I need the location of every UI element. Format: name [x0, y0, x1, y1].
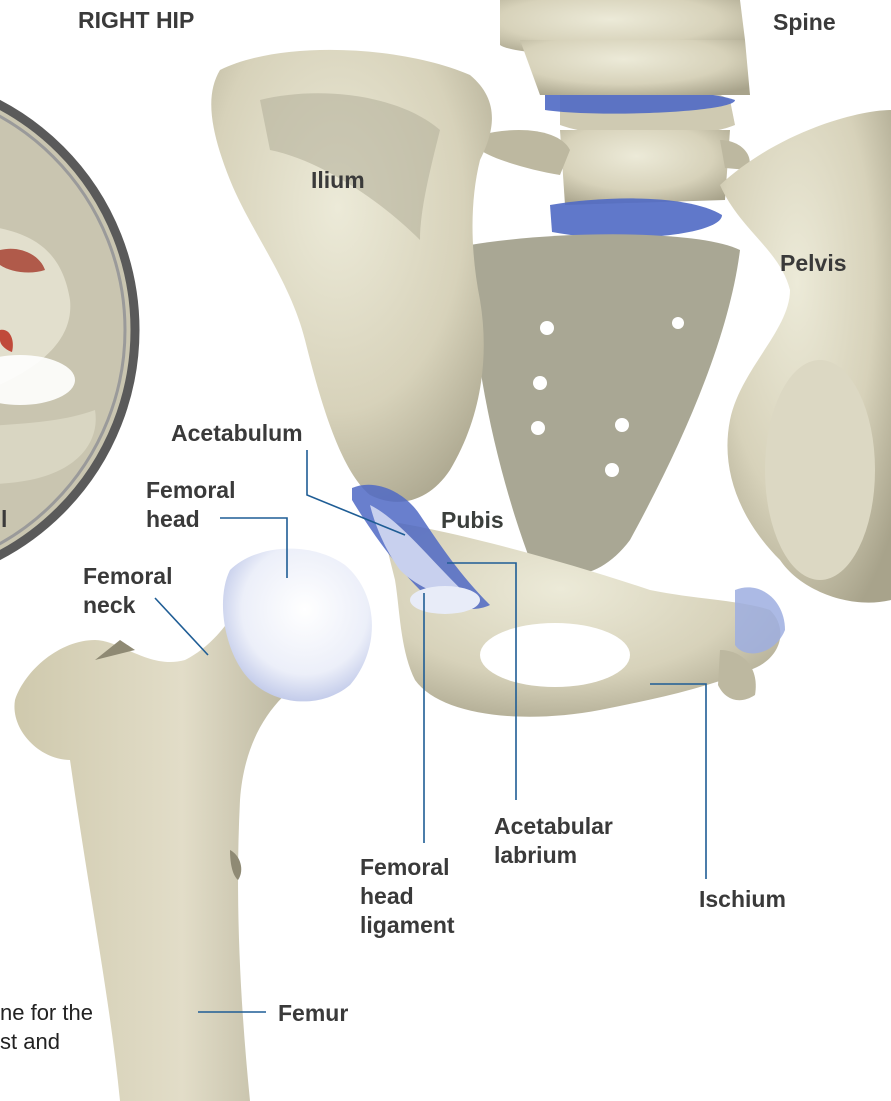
label-ischium: Ischium — [699, 885, 786, 914]
label-pelvis: Pelvis — [780, 249, 847, 278]
inset-circle — [0, 75, 135, 585]
label-ilium: Ilium — [311, 166, 365, 195]
leader-ischium — [650, 684, 706, 879]
label-acetabular-labrium: Acetabular labrium — [494, 812, 613, 870]
label-acetabulum: Acetabulum — [171, 419, 303, 448]
caption-fragment: ne for the st and — [0, 998, 93, 1056]
label-femoral-neck: Femoral neck — [83, 562, 172, 620]
pelvis-shape — [720, 110, 891, 603]
label-femoral-head: Femoral head — [146, 476, 235, 534]
inset-label-fragment: l — [1, 505, 7, 534]
label-femoral-head-ligament: Femoral head ligament — [360, 853, 455, 940]
label-femur: Femur — [278, 999, 348, 1028]
label-pubis: Pubis — [441, 506, 504, 535]
spine-shape — [480, 0, 750, 238]
diagram-title: RIGHT HIP — [78, 6, 194, 35]
sacrum-shape — [470, 234, 740, 575]
label-spine: Spine — [773, 8, 836, 37]
